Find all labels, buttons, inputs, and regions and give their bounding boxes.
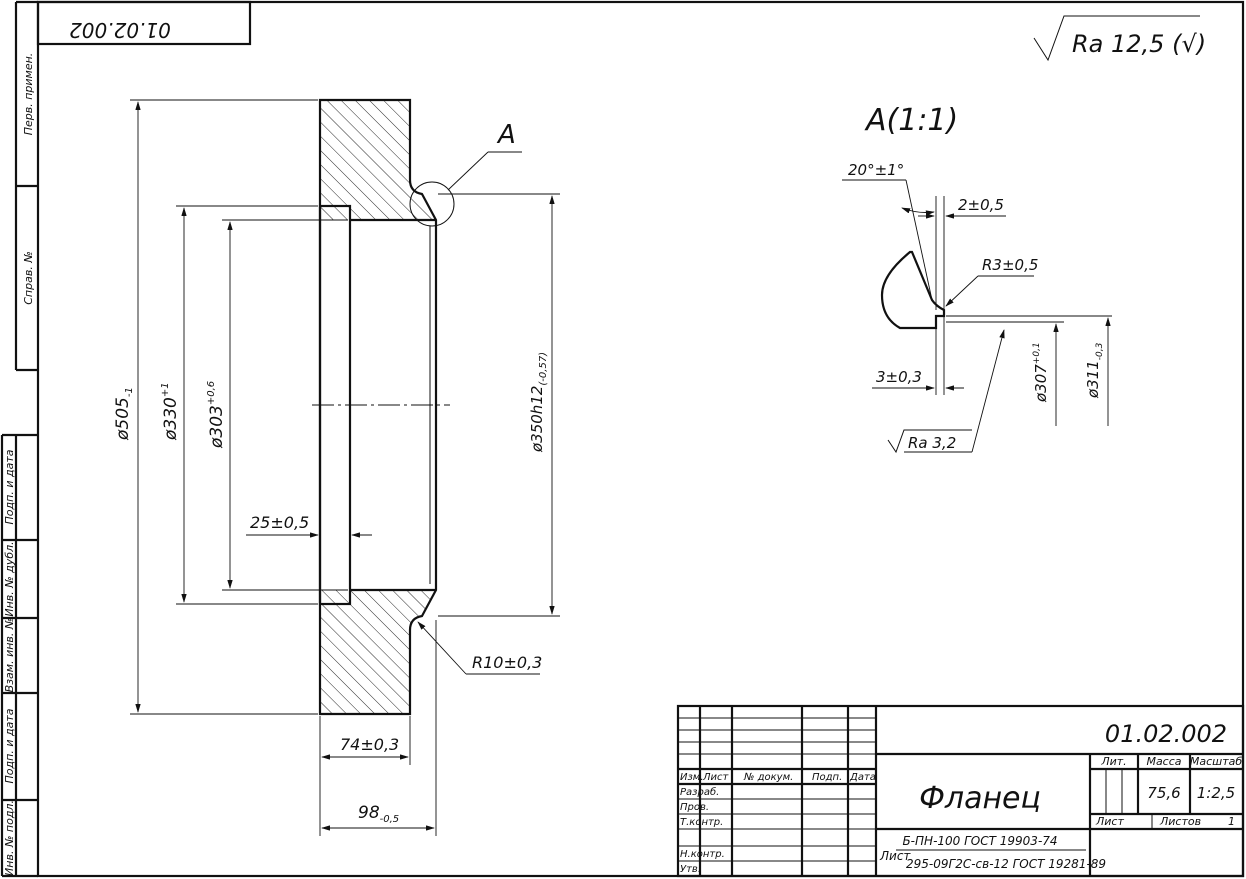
material-prefix: Лист [879, 849, 911, 863]
dim-d330: ø330+1 [160, 382, 181, 441]
dim-d311: ø311-0,3 [1084, 342, 1105, 399]
row-razrab: Разраб. [680, 786, 719, 798]
dim-w2: 2±0,5 [958, 196, 1004, 214]
col-lit: Лит. [1100, 755, 1126, 768]
roughness-detail: Ra 3,2 [908, 434, 956, 452]
strip-perv-primen: Перв. примен. [22, 53, 35, 136]
strip-vzam-inv: Взам. инв. № [3, 618, 16, 693]
dim-w3: 3±0,3 [876, 368, 922, 386]
row-tkontr: Т.контр. [680, 817, 723, 828]
dim-len74: 74±0,3 [340, 735, 399, 754]
detail-view: A(1:1) 20°±1° 2±0,5 R3±0,5 3±0,3 ø307+0,… [842, 103, 1112, 454]
col-scale: Масштаб [1190, 755, 1242, 768]
title-code: 01.02.002 [1105, 720, 1227, 748]
top-stamp-code: 01.02.002 [69, 18, 171, 42]
title-block: 01.02.002 Фланец Б-ПН-100 ГОСТ 19903-74 … [676, 704, 1245, 878]
mass-value: 75,6 [1147, 784, 1180, 802]
dim-len98: 98-0,5 [358, 803, 399, 825]
dim-r10: R10±0,3 [472, 653, 542, 672]
dim-d307: ø307+0,1 [1032, 342, 1050, 403]
sheets-count: 1 [1228, 815, 1235, 828]
dim-len25: 25±0,5 [250, 513, 309, 532]
dim-d505: ø505-1 [113, 387, 135, 441]
main-view: A ø505-1 ø330+1 ø303+0,6 ø350h12(-0,57) … [113, 98, 560, 836]
material-line2: 295-09Г2С-св-12 ГОСТ 19281-89 [906, 857, 1106, 871]
head-doc: № докум. [743, 772, 793, 783]
title-name: Фланец [919, 781, 1041, 816]
col-mass: Масса [1146, 755, 1181, 768]
row-utv: Утв. [680, 864, 701, 875]
scale-value: 1:2,5 [1197, 784, 1235, 802]
left-strip: Перв. примен. Справ. № Подп. и дата Инв.… [0, 0, 38, 878]
dim-angle: 20°±1° [848, 161, 904, 179]
head-izm: Изм. [680, 772, 704, 783]
roughness-general: Ra 12,5 (√) [1033, 15, 1206, 62]
row-prov: Пров. [680, 802, 709, 813]
callout-a: A [496, 120, 516, 150]
detail-title: A(1:1) [864, 103, 958, 138]
dim-d350: ø350h12(-0,57) [528, 352, 549, 453]
strip-podp-data-2: Подп. и дата [3, 708, 16, 783]
strip-inv-dubl: Инв. № дубл. [3, 541, 16, 616]
strip-podp-data-1: Подп. и дата [3, 449, 16, 524]
strip-inv-podl: Инв. № подл. [3, 800, 16, 876]
dim-d303: ø303+0,6 [206, 381, 227, 449]
material-line1: Б-ПН-100 ГОСТ 19903-74 [902, 834, 1057, 848]
sheet-label: Лист [1095, 815, 1124, 828]
row-nkontr: Н.контр. [680, 849, 725, 860]
svg-text:Ra 12,5 (√): Ra 12,5 (√) [1072, 30, 1206, 58]
sheet-frame [36, 0, 1245, 878]
head-sign: Подп. [812, 772, 842, 783]
head-date: Дата [849, 772, 876, 783]
sheets-label: Листов [1159, 815, 1201, 828]
strip-sprav-no: Справ. № [22, 251, 35, 305]
head-list: Лист [702, 772, 730, 783]
dim-r3: R3±0,5 [982, 256, 1038, 274]
top-stamp: 01.02.002 [36, 0, 252, 46]
